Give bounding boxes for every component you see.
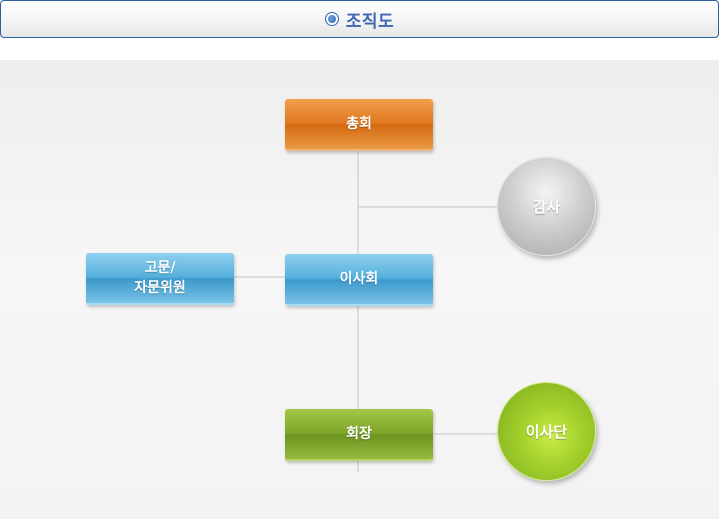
title-group: 조직도 [324, 7, 395, 32]
general-meeting-box: 총회 [285, 99, 433, 151]
radio-bullet-icon [324, 12, 339, 26]
chairman-label: 회장 [346, 426, 372, 442]
page-title: 조직도 [345, 11, 395, 32]
title-bar: 조직도 [0, 0, 719, 38]
connector-vertical-main [357, 150, 359, 472]
chairman-box: 회장 [285, 409, 433, 461]
directors-group-label: 이사단 [525, 423, 568, 441]
advisory-box: 고문/ 자문위원 [86, 253, 234, 305]
connector-directors-group [434, 433, 498, 435]
general-meeting-label: 총회 [346, 116, 372, 132]
auditor-label: 감사 [532, 198, 561, 216]
directors-group-circle: 이사단 [497, 382, 596, 481]
advisory-label-line2: 자문위원 [134, 280, 186, 296]
board-of-directors-box: 이사회 [285, 254, 433, 306]
advisory-label-line1: 고문/ [144, 260, 176, 276]
org-chart: 총회 이사회 고문/ 자문위원 회장 감사 이사단 [0, 60, 719, 519]
connector-advisory [234, 276, 286, 278]
auditor-circle: 감사 [497, 157, 596, 256]
connector-auditor [358, 206, 498, 208]
board-of-directors-label: 이사회 [339, 271, 379, 287]
